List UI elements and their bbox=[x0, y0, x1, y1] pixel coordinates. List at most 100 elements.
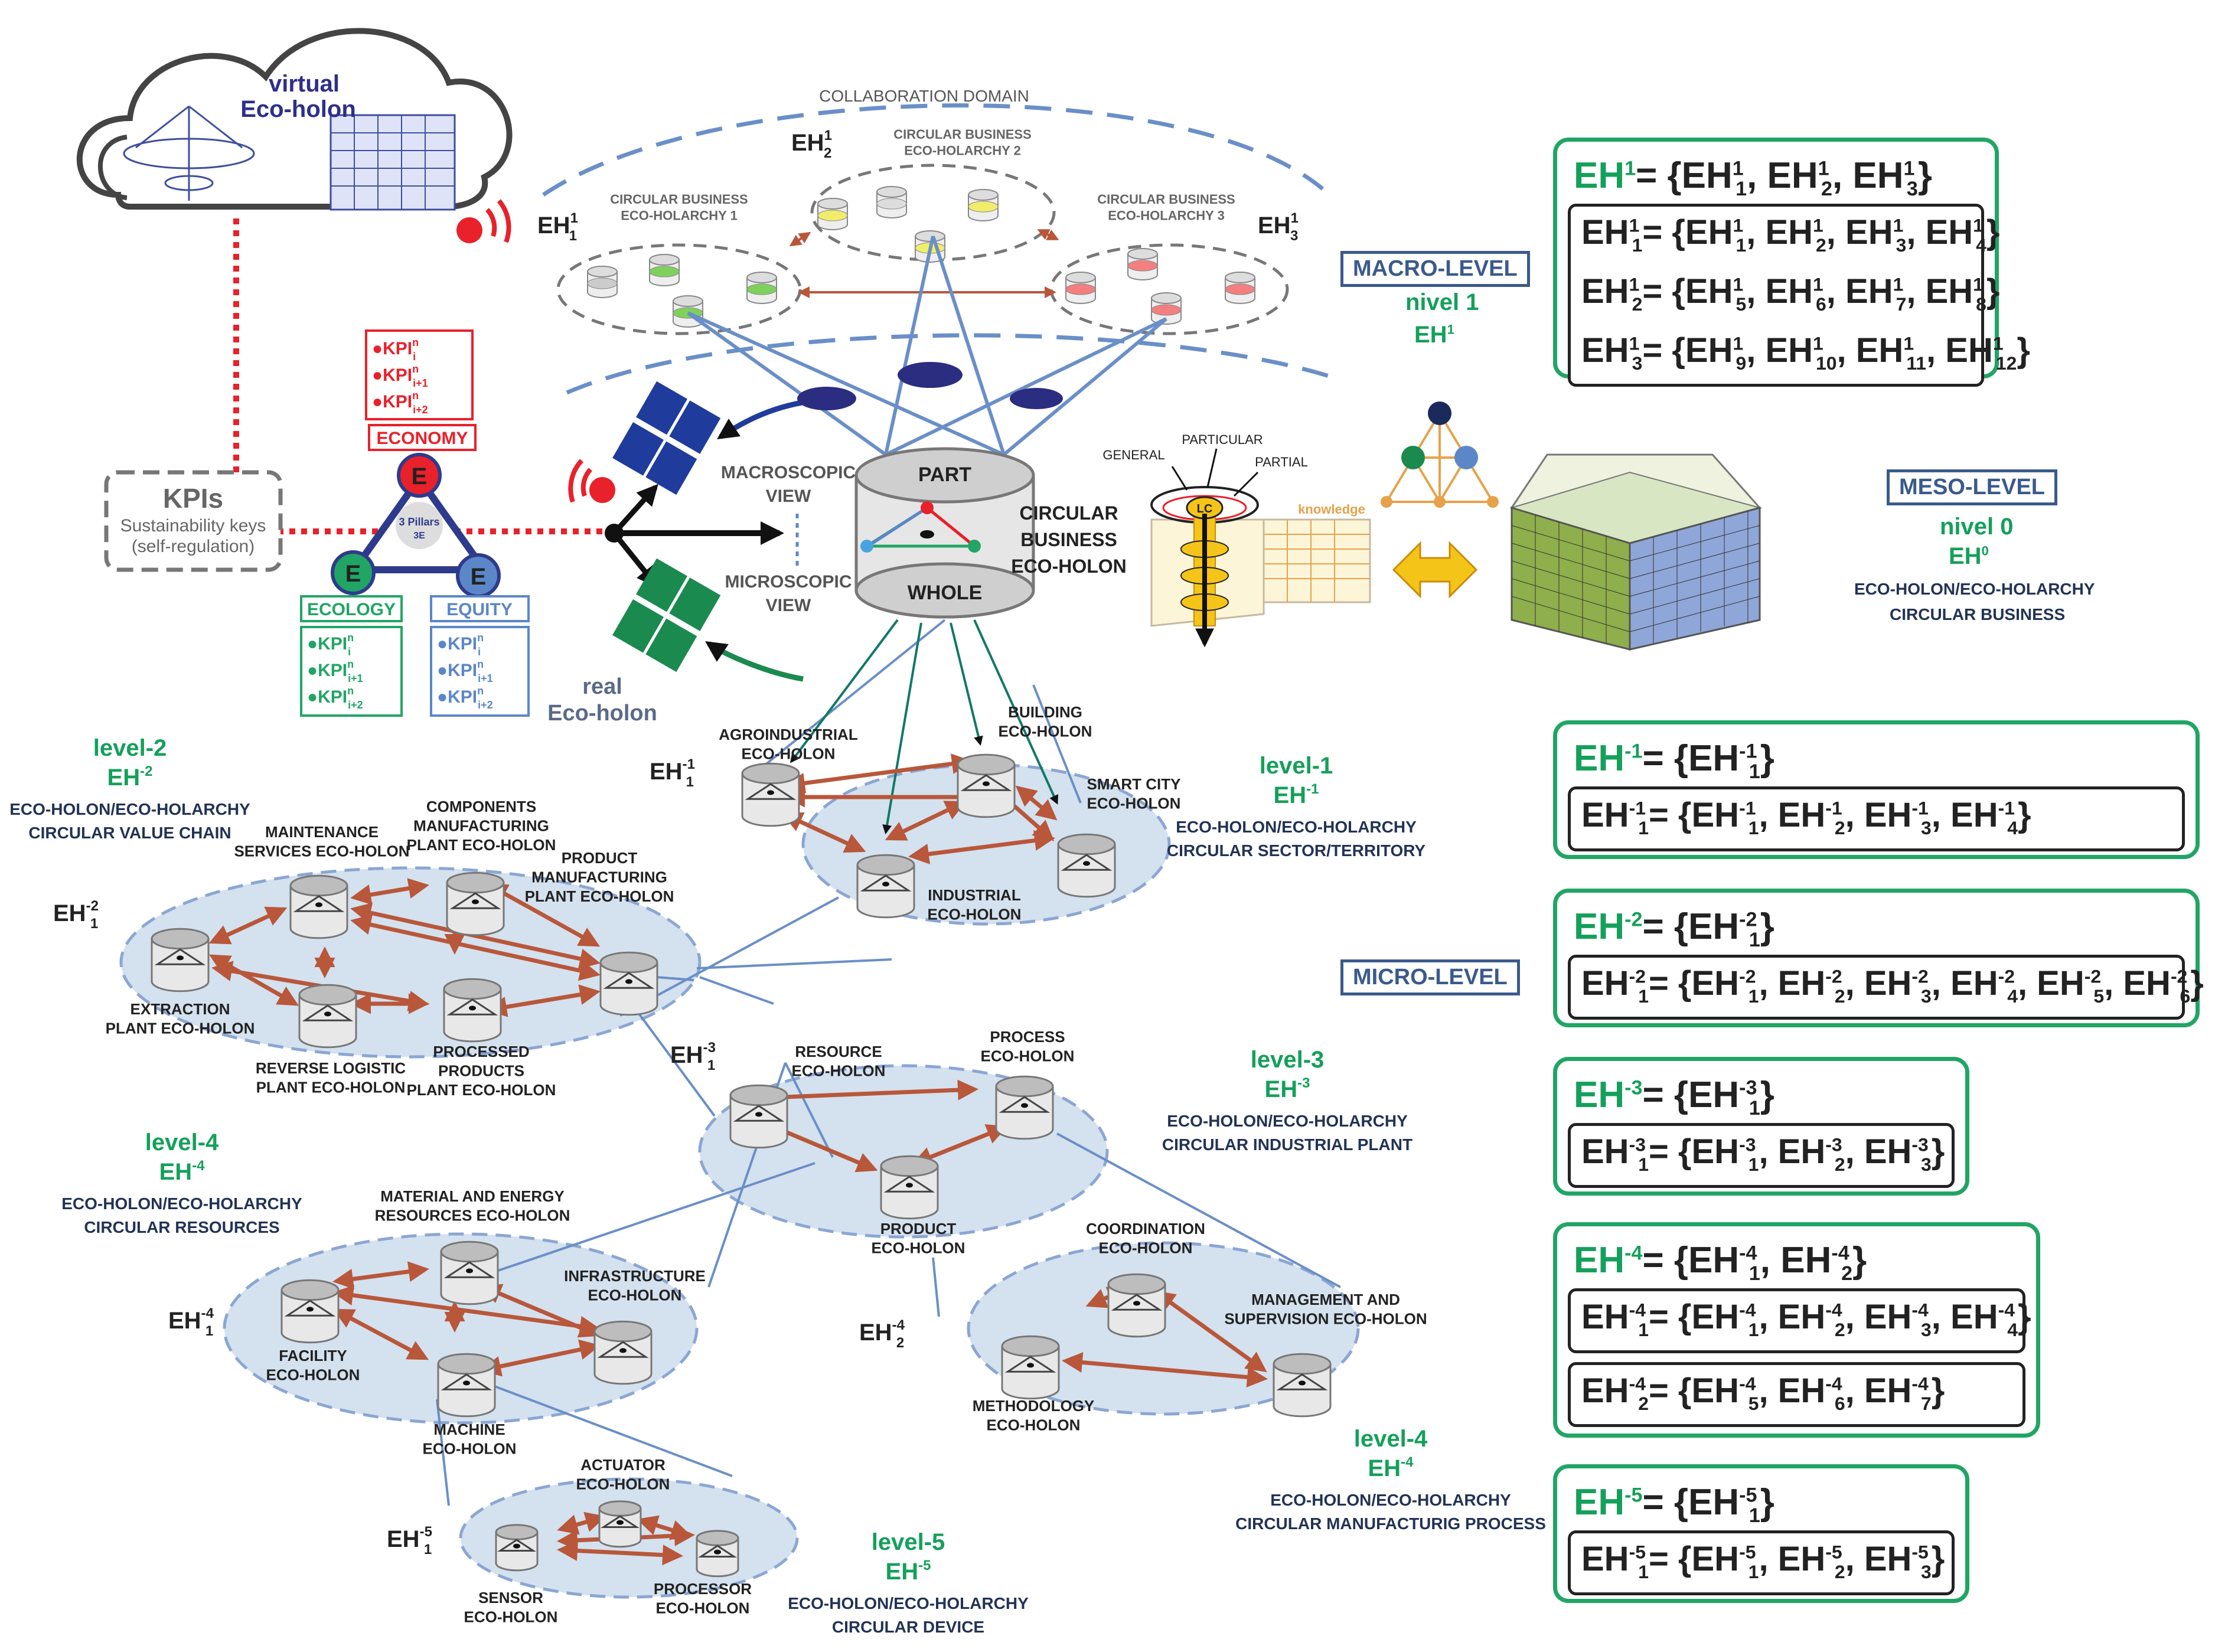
ecology-letter: E bbox=[345, 561, 361, 587]
virtual-satellite-icon bbox=[612, 381, 721, 495]
meso-line2: CIRCULAR BUSINESS bbox=[1890, 605, 2066, 623]
holon-cylinder-top bbox=[587, 266, 618, 277]
meso-eh: EH0 bbox=[1949, 543, 1989, 569]
holon-cylinder-top bbox=[298, 984, 357, 1006]
equation-row: EH-11= {EH-11, EH-12, EH-13, EH-14} bbox=[1581, 796, 2031, 838]
whole-label: WHOLE bbox=[908, 582, 983, 604]
holon-label: RESOURCES ECO-HOLON bbox=[375, 1207, 570, 1225]
microscopic-label-1: MICROSCOPIC bbox=[725, 572, 852, 592]
equity-label: EQUITY bbox=[446, 600, 513, 619]
holon-cylinder-top bbox=[437, 1353, 496, 1375]
holon-triangle-mark bbox=[999, 1096, 1051, 1113]
micro-level-box: MICRO-LEVEL bbox=[1340, 959, 1520, 995]
holon-label: PRODUCT bbox=[562, 849, 638, 867]
holon-label: PLANT ECO-HOLON bbox=[106, 1020, 255, 1037]
globe-icon bbox=[1428, 401, 1451, 425]
part-label: PART bbox=[918, 463, 971, 486]
network-node bbox=[1487, 496, 1499, 508]
level-link-line bbox=[761, 619, 946, 769]
holon-dot bbox=[1299, 1380, 1306, 1386]
equation-row: EH11= {EH11, EH12, EH13, EH14} bbox=[1581, 213, 2000, 256]
holon-triangle-mark bbox=[284, 1300, 336, 1317]
level-eh: EH-3 bbox=[1265, 1075, 1310, 1102]
collaboration-domain-label: COLLABORATION DOMAIN bbox=[819, 87, 1029, 105]
holon-status-band bbox=[1065, 283, 1096, 295]
holon-dot bbox=[714, 1549, 721, 1555]
holon-status-band bbox=[876, 198, 907, 210]
ehm1-equation-box: EH-1= {EH-11}EH-11= {EH-11, EH-12, EH-13… bbox=[1553, 720, 2200, 859]
holon-label: SERVICES ECO-HOLON bbox=[234, 843, 409, 860]
holon-link-arrow bbox=[480, 1339, 601, 1377]
holon-triangle-mark bbox=[443, 1261, 495, 1278]
lc-label: LC bbox=[1197, 502, 1213, 515]
holarchy-label: ECO-HOLARCHY 1 bbox=[621, 208, 738, 223]
equity-letter: E bbox=[471, 564, 487, 590]
holon-cylinder-top bbox=[741, 762, 800, 785]
holon-dot bbox=[1133, 1301, 1140, 1306]
holon-label: RESOURCE bbox=[795, 1043, 882, 1060]
ecology-kpi-box bbox=[300, 626, 403, 717]
holon-link-arrow bbox=[486, 883, 601, 947]
equation-head: EH-5= {EH-51} bbox=[1574, 1482, 1774, 1527]
holon-label: ECO-HOLON bbox=[792, 1062, 886, 1080]
holon-label: MANUFACTURING bbox=[413, 817, 549, 835]
wireless-signal-icon bbox=[456, 199, 511, 243]
holon-link-arrow bbox=[781, 812, 866, 853]
globe-icon bbox=[1454, 446, 1478, 469]
equation-row: EH13= {EH19, EH110, EH111, EH112} bbox=[1581, 331, 2030, 374]
holon-label: ECO-HOLON bbox=[987, 1416, 1081, 1434]
equation-row: EH-42= {EH-45, EH-46, EH-47} bbox=[1581, 1372, 1945, 1414]
holon-triangle-mark bbox=[960, 774, 1012, 791]
holon-cylinder-top bbox=[817, 198, 848, 210]
holon-triangle-mark bbox=[603, 972, 655, 989]
holarchy-label: CIRCULAR BUSINESS bbox=[610, 192, 748, 207]
holon-triangle-mark bbox=[154, 948, 206, 965]
holon-link-arrow bbox=[784, 753, 973, 794]
holon-dot bbox=[463, 1380, 470, 1386]
macro-level-box: MACRO-LEVEL bbox=[1340, 251, 1530, 287]
holon-cylinder-top bbox=[880, 1155, 939, 1177]
holon-label: MANAGEMENT AND bbox=[1251, 1291, 1400, 1308]
level-link-line bbox=[932, 1257, 940, 1317]
holon-label: PROCESS bbox=[990, 1028, 1065, 1046]
holon-link-arrow bbox=[350, 878, 429, 905]
holon-dot bbox=[177, 955, 184, 961]
holon-label: SMART CITY bbox=[1087, 775, 1181, 793]
holon-cylinder-top bbox=[957, 753, 1016, 776]
microscopic-label-2: VIEW bbox=[766, 596, 811, 615]
whole-link-arrow bbox=[790, 619, 899, 763]
holon-dot bbox=[315, 902, 322, 907]
level-line1: ECO-HOLON/ECO-HOLARCHY bbox=[9, 800, 250, 818]
holon-cylinder-top bbox=[280, 1279, 340, 1301]
holon-label: FACILITY bbox=[279, 1347, 347, 1364]
level-name: level-1 bbox=[1260, 753, 1333, 779]
holon-label: COMPONENTS bbox=[426, 798, 536, 815]
equation-inner-box: EH-21= {EH-21, EH-22, EH-23, EH-24, EH-2… bbox=[1568, 955, 2204, 1020]
lc-diagram bbox=[1150, 448, 1371, 648]
holon-link-arrow bbox=[557, 1540, 683, 1566]
holon-label: PRODUCTS bbox=[438, 1062, 524, 1080]
holon-label: PROCESSOR bbox=[654, 1580, 752, 1598]
equation-row: EH-31= {EH-31, EH-32, EH-33} bbox=[1581, 1132, 1945, 1175]
holon-label: MACHINE bbox=[433, 1421, 505, 1438]
holon-cylinder-top bbox=[1151, 292, 1182, 304]
real-link-arrow bbox=[705, 641, 804, 682]
equation-row: EH-41= {EH-41, EH-42, EH-43, EH-44} bbox=[1581, 1298, 2031, 1340]
ecology-node bbox=[331, 550, 376, 595]
holon-dot bbox=[466, 1268, 473, 1274]
part-whole-cylinder bbox=[854, 447, 1035, 619]
kpis-line2: (self-regulation) bbox=[132, 537, 255, 556]
level-line1: ECO-HOLON/ECO-HOLARCHY bbox=[1167, 1112, 1408, 1130]
holon-label: COORDINATION bbox=[1086, 1220, 1205, 1238]
level-captions: level-1EH-1ECO-HOLON/ECO-HOLARCHYCIRCULA… bbox=[9, 735, 1546, 1636]
level-name: level-3 bbox=[1251, 1047, 1325, 1073]
ecology-label-box bbox=[300, 595, 403, 622]
holon-label: METHODOLOGY bbox=[973, 1397, 1095, 1415]
holon-status-band bbox=[1127, 260, 1158, 272]
